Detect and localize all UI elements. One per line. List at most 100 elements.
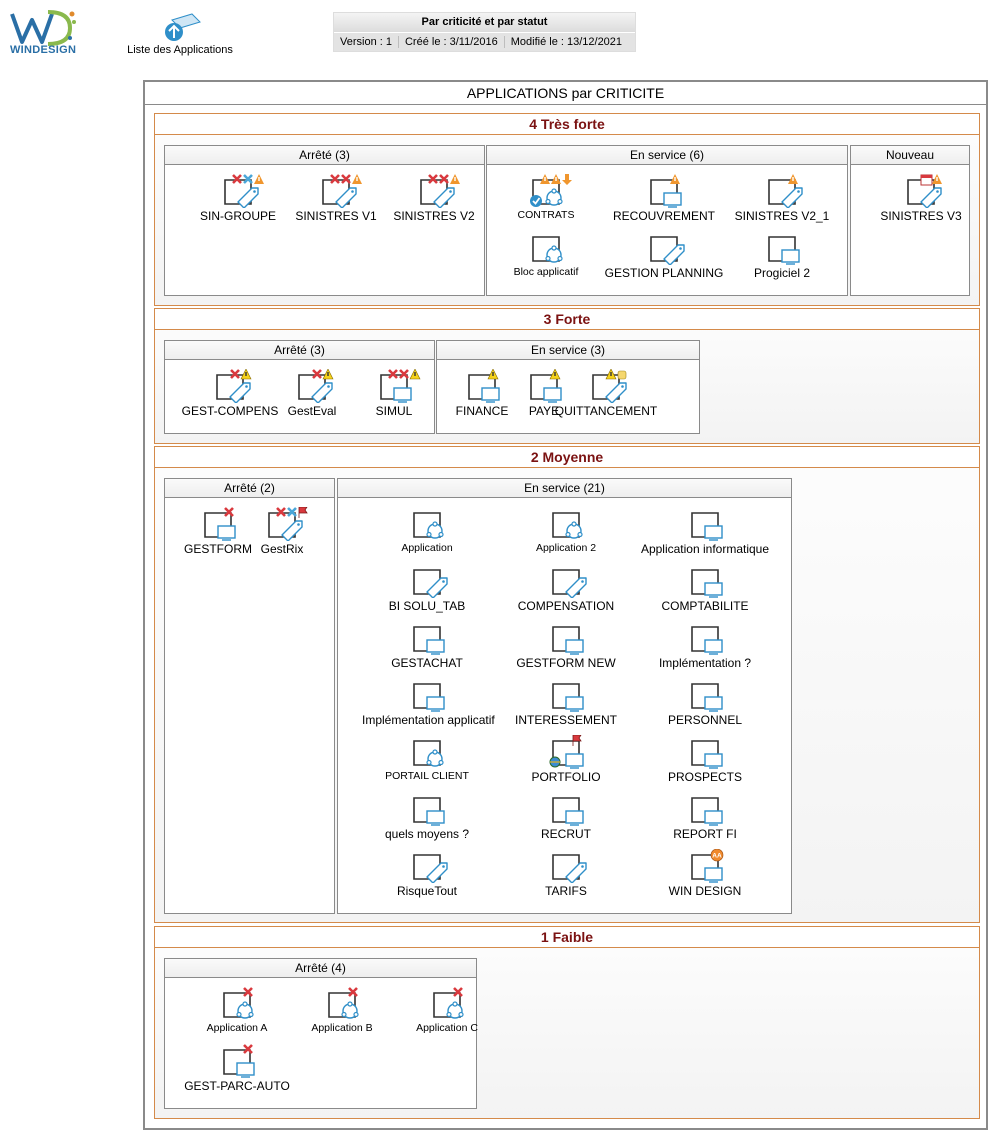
tag-application-icon bbox=[552, 854, 587, 883]
application-item[interactable]: GestEval bbox=[247, 369, 377, 423]
application-name: PORTAIL CLIENT bbox=[385, 770, 469, 782]
application-name: GEST-COMPENS bbox=[181, 404, 279, 418]
nodes-application-icon bbox=[532, 236, 563, 263]
application-name: SINISTRES V1 bbox=[295, 209, 377, 223]
application-item[interactable]: REPORT FI bbox=[640, 792, 770, 846]
application-item[interactable]: Application 2 bbox=[501, 507, 631, 561]
up-arrow-icon bbox=[165, 13, 201, 41]
application-item[interactable]: Application informatique bbox=[640, 507, 770, 561]
status-group-title: Arrêté (2) bbox=[165, 479, 334, 498]
monitor-application-icon bbox=[691, 512, 723, 541]
application-name: PERSONNEL bbox=[667, 713, 743, 727]
application-name: Application B bbox=[311, 1022, 373, 1034]
monitor-application-icon bbox=[413, 626, 445, 655]
monitor-application-icon bbox=[552, 797, 584, 826]
application-name: Bloc applicatif bbox=[513, 266, 579, 278]
application-name: REPORT FI bbox=[673, 827, 737, 841]
application-item[interactable]: SINISTRES V1 bbox=[271, 174, 401, 228]
application-item[interactable]: COMPTABILITE bbox=[640, 564, 770, 618]
application-name: Application C bbox=[416, 1022, 478, 1034]
application-item[interactable]: AA WIN DESIGN bbox=[640, 849, 770, 903]
application-item[interactable]: Progiciel 2 bbox=[717, 231, 847, 285]
app-list-link[interactable]: Liste des Applications bbox=[120, 12, 240, 56]
application-name: PROSPECTS bbox=[667, 770, 742, 784]
application-item[interactable]: TARIFS bbox=[501, 849, 631, 903]
application-name: GestRix bbox=[260, 542, 304, 556]
nodes-application-icon bbox=[433, 987, 464, 1019]
version-label: Version : 1 bbox=[334, 36, 399, 48]
application-name: WIN DESIGN bbox=[668, 884, 742, 898]
application-item[interactable]: BI SOLU_TAB bbox=[362, 564, 492, 618]
monitor-application-icon bbox=[468, 369, 500, 403]
application-item[interactable]: SINISTRES V3 bbox=[856, 174, 986, 228]
application-name: BI SOLU_TAB bbox=[388, 599, 466, 613]
monitor-application-icon bbox=[380, 369, 421, 403]
application-item[interactable]: Implémentation ? bbox=[640, 621, 770, 675]
tag-application-icon bbox=[552, 569, 587, 598]
application-name: COMPTABILITE bbox=[661, 599, 749, 613]
application-item[interactable]: GEST-COMPENS bbox=[165, 369, 295, 423]
status-group-title: Nouveau bbox=[851, 146, 969, 165]
application-name: Application 2 bbox=[535, 542, 597, 554]
application-item[interactable]: GESTACHAT bbox=[362, 621, 492, 675]
application-name: SINISTRES V2 bbox=[393, 209, 475, 223]
application-name: Application informatique bbox=[640, 542, 770, 556]
application-item[interactable]: RisqueTout bbox=[362, 849, 492, 903]
monitor-application-icon bbox=[549, 735, 584, 769]
application-item[interactable]: SIN-GROUPE bbox=[173, 174, 303, 228]
section-title: 4 Très forte bbox=[155, 114, 979, 135]
application-item[interactable]: Application B bbox=[277, 987, 407, 1041]
monitor-application-icon bbox=[691, 626, 723, 655]
application-name: SINISTRES V2_1 bbox=[734, 209, 830, 223]
tag-application-icon bbox=[592, 369, 627, 403]
application-item[interactable]: QUITTANCEMENT bbox=[541, 369, 671, 423]
application-item[interactable]: GESTFORM NEW bbox=[501, 621, 631, 675]
monitor-application-icon bbox=[223, 1044, 255, 1078]
application-item[interactable]: SINISTRES V2 bbox=[369, 174, 499, 228]
application-item[interactable]: PORTAIL CLIENT bbox=[362, 735, 492, 789]
application-item[interactable]: COMPENSATION bbox=[501, 564, 631, 618]
tag-application-icon bbox=[224, 174, 264, 208]
application-item[interactable]: PROSPECTS bbox=[640, 735, 770, 789]
application-item[interactable]: PAYE bbox=[479, 369, 609, 423]
application-name: PORTFOLIO bbox=[531, 770, 601, 784]
application-name: TARIFS bbox=[545, 884, 587, 898]
application-item[interactable]: GESTFORM bbox=[153, 507, 283, 561]
tag-application-icon bbox=[322, 174, 362, 208]
application-item[interactable]: PERSONNEL bbox=[640, 678, 770, 732]
application-name: RECRUT bbox=[541, 827, 591, 841]
main-frame bbox=[143, 80, 988, 1130]
monitor-application-icon bbox=[413, 797, 445, 826]
application-name: SINISTRES V3 bbox=[880, 209, 962, 223]
application-item[interactable]: Implémentation applicatif bbox=[362, 678, 495, 732]
application-item[interactable]: Bloc applicatif bbox=[481, 231, 611, 285]
application-item[interactable]: GestRix bbox=[217, 507, 347, 561]
application-item[interactable]: GESTION PLANNING bbox=[599, 231, 729, 285]
application-item[interactable]: FINANCE bbox=[417, 369, 547, 423]
application-item[interactable]: RECOUVREMENT bbox=[599, 174, 729, 228]
svg-text:AA: AA bbox=[712, 853, 722, 860]
application-item[interactable]: CONTRATS bbox=[481, 174, 611, 228]
application-item[interactable]: Application A bbox=[172, 987, 302, 1041]
application-item[interactable]: SIMUL bbox=[329, 369, 459, 423]
application-item[interactable]: quels moyens ? bbox=[362, 792, 492, 846]
monitor-application-icon bbox=[691, 569, 723, 598]
application-item[interactable]: PORTFOLIO bbox=[501, 735, 631, 789]
nodes-application-icon bbox=[552, 512, 583, 539]
application-name: Application A bbox=[206, 1022, 268, 1034]
application-name: CONTRATS bbox=[517, 209, 575, 221]
application-item[interactable]: INTERESSEMENT bbox=[501, 678, 631, 732]
application-item[interactable]: SINISTRES V2_1 bbox=[717, 174, 847, 228]
monitor-application-icon bbox=[691, 683, 723, 712]
tag-application-icon bbox=[907, 174, 942, 208]
application-name: GESTFORM NEW bbox=[516, 656, 616, 670]
application-item[interactable]: Application C bbox=[382, 987, 512, 1041]
status-group-title: Arrêté (3) bbox=[165, 341, 434, 360]
application-item[interactable]: RECRUT bbox=[501, 792, 631, 846]
app-list-label: Liste des Applications bbox=[127, 44, 233, 56]
application-item[interactable]: GEST-PARC-AUTO bbox=[172, 1044, 302, 1098]
application-item[interactable]: Application bbox=[362, 507, 492, 561]
